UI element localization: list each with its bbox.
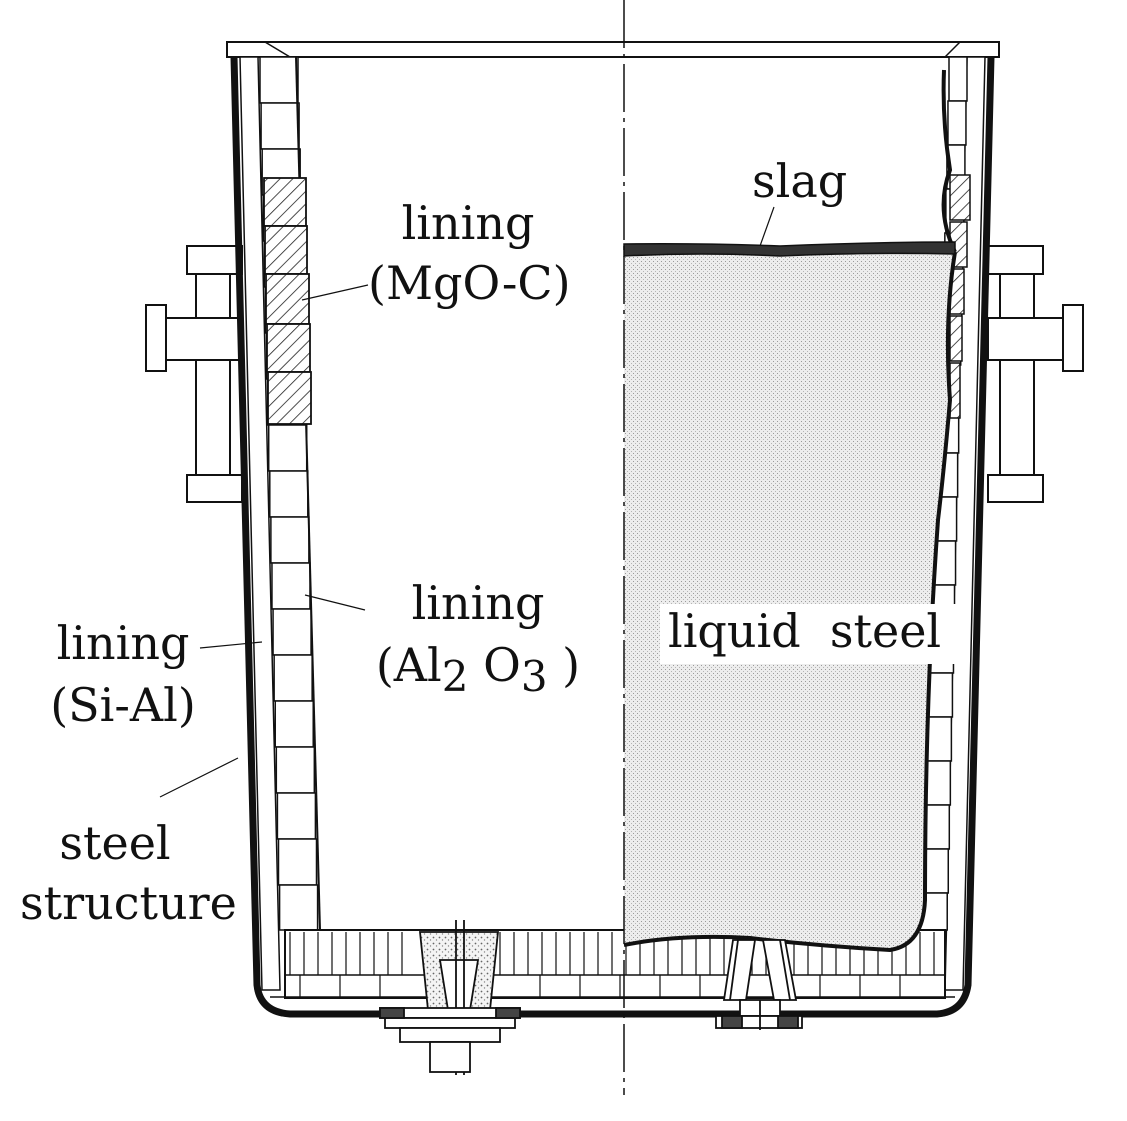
al2o3-brick xyxy=(259,56,299,104)
label-lining-mgo-c-line1: lining xyxy=(401,196,535,250)
leader-sial xyxy=(199,641,263,649)
al2o3-brick xyxy=(260,102,300,150)
al2o3-brick xyxy=(269,470,309,518)
label-lining-sial: lining (Si-Al) xyxy=(48,620,198,728)
steel-shell xyxy=(230,56,995,1018)
left-nozzle xyxy=(379,920,521,1075)
label-lining-mgo-c-line2: (MgO-C) xyxy=(368,256,571,310)
lining-mgo-c-left xyxy=(263,177,312,425)
ladle-rim xyxy=(226,41,1000,58)
left-trunnion xyxy=(145,245,243,503)
right-trunnion xyxy=(987,245,1084,503)
al2o3-brick xyxy=(273,654,313,702)
label-lining-al2o3-line1: lining xyxy=(411,576,545,630)
label-lining-al2o3-formula: (Al2 O3 ) xyxy=(375,638,581,701)
al2o3-brick xyxy=(274,700,314,748)
al2o3-brick xyxy=(275,746,316,794)
al2o3-brick xyxy=(278,884,319,931)
leader-mgo-c xyxy=(301,284,369,301)
label-slag: slag xyxy=(752,154,848,208)
al2o3-brick xyxy=(272,608,312,656)
label-lining-al2o3: lining (Al2 O3 ) xyxy=(368,576,588,701)
slag-layer xyxy=(623,241,956,257)
label-lining-mgo-c: lining (MgO-C) xyxy=(368,196,571,310)
al2o3-brick xyxy=(276,792,317,840)
al2o3-brick xyxy=(270,516,310,564)
right-brick xyxy=(947,100,967,146)
al2o3-brick xyxy=(271,562,311,610)
right-brick xyxy=(948,56,968,102)
label-liquid-steel: liquid steel xyxy=(660,604,958,664)
label-steel-structure: steel structure xyxy=(20,816,237,930)
al2o3-brick xyxy=(267,424,308,472)
leader-al2o3 xyxy=(304,594,366,611)
label-lining-sial-line1: lining xyxy=(56,616,190,670)
al2o3-brick xyxy=(277,838,318,886)
leader-lines xyxy=(159,206,775,798)
label-steel-structure-line2: structure xyxy=(20,876,237,930)
liquid-steel-region xyxy=(623,69,957,953)
label-lining-sial-line2: (Si-Al) xyxy=(50,678,196,732)
right-nozzle xyxy=(715,939,803,1030)
lining-sial-left xyxy=(239,56,281,991)
leader-steel-structure xyxy=(159,757,239,798)
label-steel-structure-line1: steel xyxy=(59,816,171,870)
leader-slag xyxy=(759,206,775,247)
